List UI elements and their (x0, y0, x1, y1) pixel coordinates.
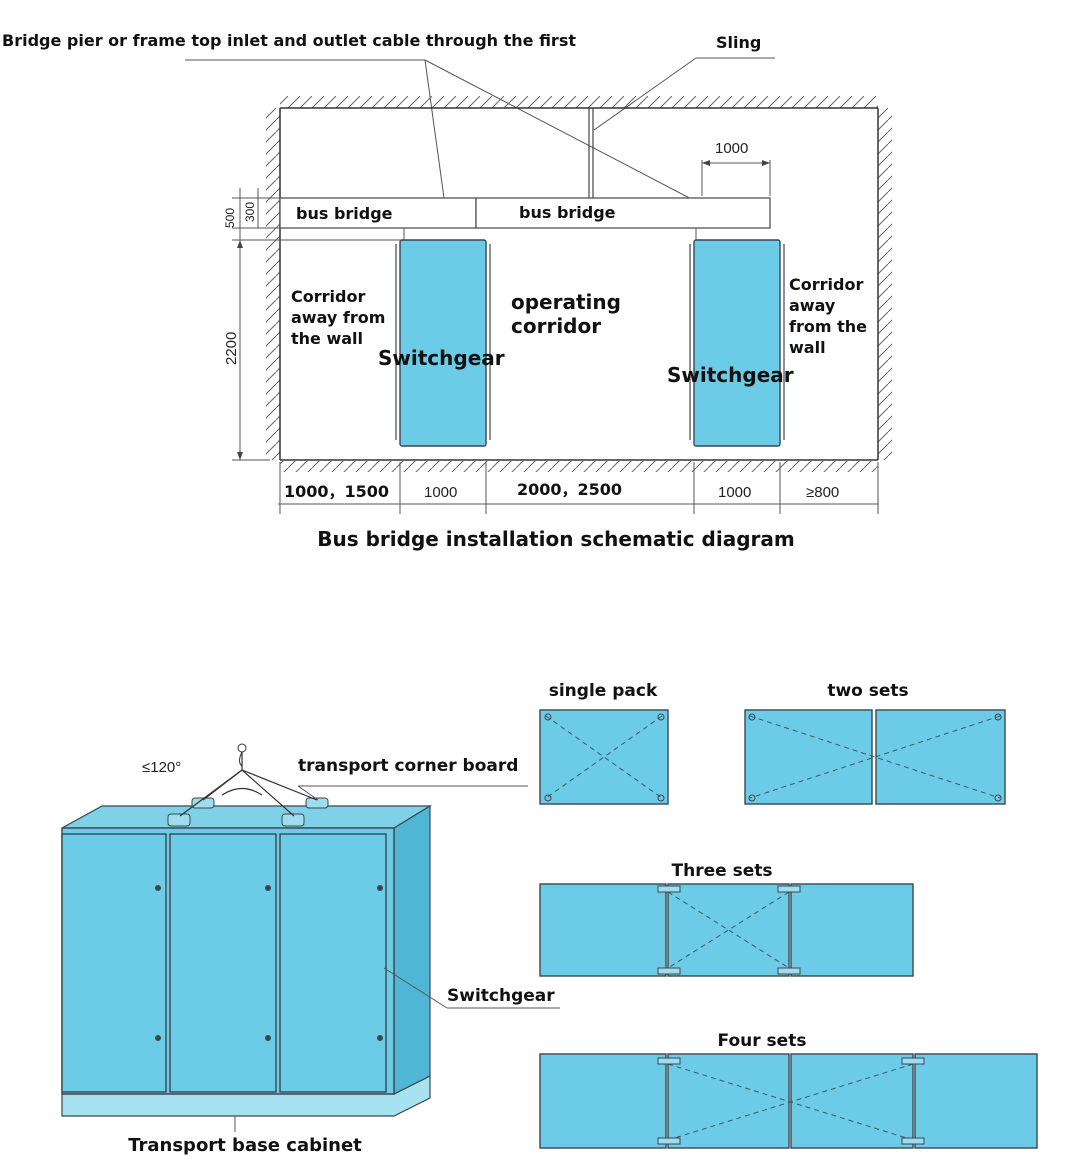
two-sets-diagram (744, 709, 1006, 805)
switchgear-callout: Switchgear (447, 986, 555, 1006)
switchgear-right-cabinet (689, 239, 785, 447)
lifting-slings (179, 752, 318, 817)
dim-2200: 2200 (223, 332, 240, 365)
bus-bridge-right-box (475, 197, 771, 229)
single-pack-diagram (539, 709, 669, 805)
dim-1000-arrow-left (702, 160, 710, 166)
four-sets-label: Four sets (718, 1031, 807, 1051)
four-sets-diagram (539, 1053, 1038, 1149)
switchgear-left-label: Switchgear (378, 346, 505, 370)
bottom-dim-2: 1000 (424, 484, 457, 501)
dim-300: 300 (243, 202, 257, 222)
dim-2200-arrow-top (237, 240, 243, 248)
right-wall-hatch (878, 108, 892, 460)
three-sets-diagram (539, 883, 914, 977)
left-wall-hatch (266, 108, 280, 460)
floor-hatch (280, 460, 878, 472)
dim-top-1000: 1000 (715, 140, 748, 157)
angle-label: ≤120° (142, 759, 181, 776)
dim-500: 500 (223, 208, 237, 228)
switchgear-right-label: Switchgear (667, 363, 794, 387)
bridge-pier-callout: Bridge pier or frame top inlet and outle… (2, 31, 576, 50)
corner-board-leader-tip (297, 785, 319, 801)
transport-corner-board-label: transport corner board (298, 756, 518, 776)
sling-callout: Sling (716, 33, 761, 52)
bottom-dim-3: 2000，2500 (517, 480, 622, 499)
bottom-dim-4: 1000 (718, 484, 751, 501)
corner-board-3 (191, 797, 215, 809)
dim-2200-arrow-bottom (237, 452, 243, 460)
bus-bridge-installation-diagram: Bridge pier or frame top inlet and outle… (2, 31, 892, 551)
three-sets-label: Three sets (672, 861, 773, 881)
corridor-right-label: Corridor away from the wall (789, 275, 873, 357)
cabinet-top (61, 805, 433, 829)
dim-1000-arrow-right (762, 160, 770, 166)
bus-bridge-left-box (279, 197, 477, 229)
corner-board-4 (305, 797, 329, 809)
bus-bridge-center-label: bus bridge (519, 203, 616, 222)
bridge-pier-leader-a (424, 59, 445, 199)
switchgear-leader (383, 967, 448, 1009)
cabinet-door-1 (61, 833, 167, 1093)
switchgear-left-cabinet (395, 239, 491, 447)
transport-cabinet-illustration: ≤120° transport corner board Switchgear … (61, 743, 560, 1156)
ceiling-hatch (280, 96, 878, 108)
cabinet-side (393, 804, 431, 1095)
two-sets-label: two sets (827, 681, 908, 701)
hook-icon (237, 743, 247, 767)
pack-arrangements: single pack two sets Three sets (539, 681, 1038, 1149)
cabinet-door-2 (169, 833, 277, 1093)
bottom-dim-5: ≥800 (806, 484, 839, 501)
top-diagram-caption: Bus bridge installation schematic diagra… (317, 527, 794, 551)
corner-board-2 (281, 813, 305, 827)
sling-leader-line (593, 57, 697, 131)
corridor-left-label: Corridor away from the wall (291, 287, 391, 348)
transport-base-cabinet-label: Transport base cabinet (128, 1135, 362, 1156)
operating-corridor-label: operating corridor (511, 290, 628, 338)
cabinet-door-3 (279, 833, 387, 1093)
corner-board-1 (167, 813, 191, 827)
bridge-pier-leader-b (424, 59, 723, 216)
single-pack-label: single pack (549, 681, 658, 701)
door-knobs (155, 885, 383, 1041)
bus-bridge-left-label: bus bridge (296, 204, 393, 223)
bottom-dim-1: 1000，1500 (284, 482, 389, 501)
